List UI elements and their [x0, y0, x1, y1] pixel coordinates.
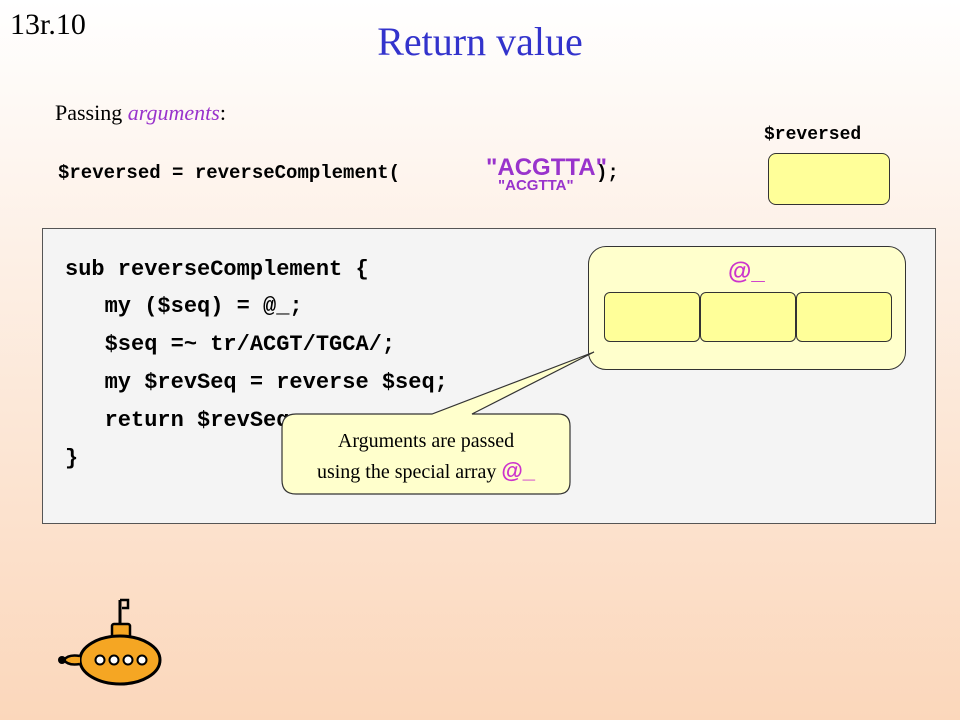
callout-line-1: Arguments are passed — [337, 430, 515, 452]
function-call-close: ); — [596, 162, 619, 184]
argument-string: "ACGTTA" — [486, 154, 607, 181]
subtitle-emphasis: arguments — [127, 100, 220, 125]
subtitle-suffix: : — [219, 100, 226, 125]
code-line: } — [65, 446, 79, 471]
code-line: sub reverseComplement { — [65, 257, 369, 282]
array-name: @_ — [728, 258, 765, 285]
callout-array-symbol: @_ — [501, 458, 536, 483]
callout-line-2-text: using the special array — [316, 461, 502, 483]
array-cell — [604, 292, 700, 342]
array-cell — [700, 292, 796, 342]
function-call-code: $reversed = reverseComplement( — [58, 162, 412, 184]
code-line: my ($seq) = @_; — [65, 294, 303, 319]
code-line: $seq =~ tr/ACGT/TGCA/; — [65, 332, 396, 357]
reversed-variable-box — [768, 153, 890, 205]
callout-text: Arguments are passed using the special a… — [284, 427, 568, 487]
code-line: my $revSeq = reverse $seq; — [65, 370, 448, 395]
slide-title: Return value — [377, 19, 583, 64]
slide-number: 13r.10 — [10, 8, 86, 41]
callout-shape — [281, 351, 595, 495]
submarine-icon — [58, 598, 162, 686]
subtitle: Passing arguments: — [55, 100, 226, 126]
argument-copy: "ACGTTA" — [498, 177, 574, 194]
subtitle-prefix: Passing — [55, 100, 128, 125]
callout-line-2: using the special array @_ — [284, 456, 568, 487]
array-cell — [796, 292, 892, 342]
reversed-variable-label: $reversed — [764, 125, 862, 145]
